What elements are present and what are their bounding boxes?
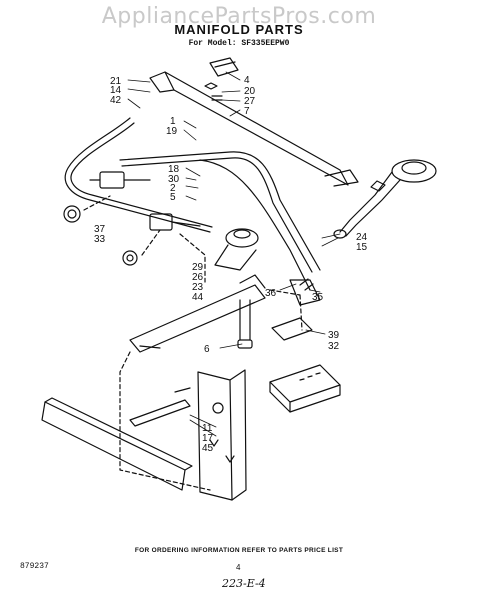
gas-tube xyxy=(119,151,321,271)
top-clip xyxy=(209,57,239,77)
callout-39: 39 xyxy=(328,330,340,341)
callout-37: 37 xyxy=(94,224,106,235)
page-number: 4 xyxy=(236,563,241,572)
manifold-pipe xyxy=(64,117,211,233)
center-burner xyxy=(225,228,259,248)
callout-45: 45 xyxy=(202,443,214,454)
handwritten-note: 223-E-4 xyxy=(222,577,266,590)
callout-14: 14 xyxy=(110,85,122,96)
callout-32: 32 xyxy=(328,341,340,352)
callout-42: 42 xyxy=(110,95,122,106)
callout-29: 29 xyxy=(192,262,204,273)
callout-7: 7 xyxy=(244,106,250,117)
spark-module xyxy=(269,364,341,403)
callout-2: 2 xyxy=(170,183,176,194)
figure-number: 879237 xyxy=(20,562,49,571)
callout-27: 27 xyxy=(244,96,256,107)
callout-17: 17 xyxy=(202,433,214,444)
burner-head xyxy=(391,159,437,183)
callout-6: 6 xyxy=(204,344,210,355)
callout-20: 20 xyxy=(244,86,256,97)
callout-11: 11 xyxy=(202,423,213,434)
callout-30: 30 xyxy=(168,174,180,185)
callout-23: 23 xyxy=(192,282,204,293)
callout-24: 24 xyxy=(356,232,368,243)
callout-33: 33 xyxy=(94,234,106,245)
model-line: For Model: SF335EEPW0 xyxy=(188,39,290,48)
callout-36: 36 xyxy=(265,288,277,299)
callout-4: 4 xyxy=(244,75,250,86)
callout-18: 18 xyxy=(168,164,180,175)
callout-44: 44 xyxy=(192,292,204,303)
orifice xyxy=(333,229,347,239)
ordering-info-footer: FOR ORDERING INFORMATION REFER TO PARTS … xyxy=(134,547,344,554)
knob-lower xyxy=(122,250,138,266)
ignition-switch xyxy=(271,317,313,341)
callout-21: 21 xyxy=(110,76,122,87)
callout-35: 35 xyxy=(312,292,324,303)
callout-15: 15 xyxy=(356,242,368,253)
diagram-title: MANIFOLD PARTS xyxy=(174,22,304,37)
small-bracket xyxy=(129,399,191,427)
lower-rail xyxy=(129,284,266,353)
callout-5: 5 xyxy=(170,192,176,203)
callout-26: 26 xyxy=(192,272,204,283)
callout-1: 1 xyxy=(170,116,176,127)
manifold-bracket xyxy=(164,71,349,186)
front-rail xyxy=(41,401,186,491)
watermark-text: AppliancePartsPros.com xyxy=(101,4,377,29)
valve-top xyxy=(99,171,125,189)
callout-19: 19 xyxy=(166,126,178,137)
knob-left xyxy=(63,205,81,223)
